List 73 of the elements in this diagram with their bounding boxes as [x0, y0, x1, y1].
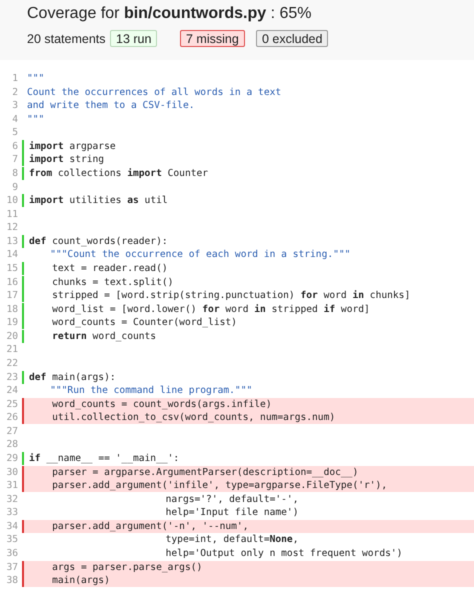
- line-number: 28: [5, 438, 18, 452]
- code-text: stripped = [word.strip(string.punctuation) for word in chunks]: [51, 289, 410, 302]
- code-text: word_counts = Counter(word_list): [51, 316, 237, 330]
- docstring-text: Count the occurrences of all words in a text: [27, 86, 282, 99]
- docstring-text: """Count the occurrence of each word in a string.""": [49, 248, 350, 262]
- line-number: 21: [5, 343, 18, 356]
- line-number: 36: [5, 546, 18, 560]
- line-number: 11: [5, 208, 18, 221]
- line-number: 9: [11, 180, 18, 194]
- code-text: help='Output only n most frequent words'): [164, 546, 402, 560]
- docstring-text: """Run the command line program.""": [49, 384, 252, 398]
- line-number: 1: [11, 72, 18, 85]
- line-number: 16: [5, 276, 18, 289]
- code-text: def count_words(reader):: [29, 234, 168, 248]
- code-text: util.collection_to_csv(word_counts, num=args.num): [51, 411, 336, 424]
- line-number: 3: [11, 99, 18, 112]
- code-text: help='Input file name'): [164, 506, 298, 520]
- line-number: 18: [5, 302, 18, 316]
- line-number: 12: [5, 221, 18, 234]
- statement-count: 20 statements: [27, 32, 106, 46]
- line-number: 23: [5, 370, 18, 384]
- code-text: word_list = [word.lower() for word in stripped if word]: [51, 302, 370, 316]
- line-number: 35: [5, 533, 18, 546]
- line-number: 31: [5, 479, 18, 492]
- line-number: 38: [5, 574, 18, 588]
- line-number: 20: [5, 330, 18, 343]
- code-text: import utilities as util: [29, 194, 168, 208]
- line-number: 25: [5, 398, 18, 411]
- line-number: 5: [11, 126, 18, 140]
- line-number: 7: [11, 153, 18, 166]
- code-text: from collections import Counter: [29, 166, 208, 180]
- line-number: 30: [5, 466, 18, 479]
- code-text: main(args): [51, 574, 110, 588]
- line-number: 26: [5, 411, 18, 424]
- line-number: 2: [11, 86, 18, 99]
- line-number: 6: [11, 140, 18, 153]
- line-number: 19: [5, 316, 18, 330]
- page-title: Coverage for bin/countwords.py : 65%: [27, 5, 312, 23]
- line-number: 15: [5, 262, 18, 275]
- line-number: 13: [5, 234, 18, 248]
- code-text: parser.add_argument('-n', '--num',: [51, 520, 248, 533]
- code-text: if __name__ == '__main__':: [29, 452, 180, 465]
- line-number: 10: [5, 194, 18, 208]
- line-number: 14: [5, 248, 18, 262]
- code-text: return word_counts: [51, 330, 156, 343]
- count-badge: 0 excluded: [256, 30, 328, 47]
- count-badge: 13 run: [110, 30, 158, 47]
- line-number: 17: [5, 289, 18, 302]
- code-text: nargs='?', default='-',: [164, 492, 298, 506]
- line-number: 22: [5, 356, 18, 370]
- docstring-text: """: [27, 112, 44, 126]
- code-text: chunks = text.split(): [51, 276, 174, 289]
- code-text: import argparse: [29, 140, 116, 153]
- count-badge: 7 missing: [180, 30, 245, 47]
- code-text: word_counts = count_words(args.infile): [51, 398, 272, 411]
- line-number: 8: [11, 166, 18, 180]
- line-number: 27: [5, 424, 18, 438]
- line-number: 33: [5, 506, 18, 520]
- code-text: type=int, default=None,: [164, 533, 298, 546]
- line-number: 34: [5, 520, 18, 533]
- code-text: import string: [29, 153, 104, 166]
- line-number: 32: [5, 492, 18, 506]
- code-text: def main(args):: [29, 370, 116, 384]
- docstring-text: """: [27, 72, 44, 85]
- code-text: text = reader.read(): [51, 262, 168, 275]
- docstring-text: and write them to a CSV-file.: [27, 99, 195, 112]
- line-number: 24: [5, 384, 18, 398]
- code-text: parser.add_argument('infile', type=argparse.FileType('r'),: [51, 479, 388, 492]
- code-text: parser = argparse.ArgumentParser(description=__doc__): [51, 466, 358, 479]
- line-number: 4: [11, 112, 18, 126]
- code-text: args = parser.parse_args(): [51, 560, 202, 574]
- line-number: 37: [5, 560, 18, 574]
- line-number: 29: [5, 452, 18, 465]
